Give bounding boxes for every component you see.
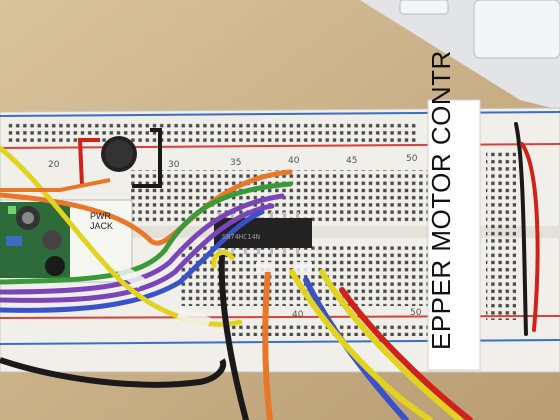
row-number: 35 — [230, 158, 242, 168]
tape-label-text: EPPER MOTOR CONTRO — [426, 50, 456, 350]
wire-ties — [116, 262, 312, 330]
wire-purple-2 — [0, 203, 275, 303]
top-rail-holes — [6, 122, 416, 142]
potentiometer — [77, 128, 162, 188]
row-number: 30 — [168, 160, 180, 170]
wire-purple-1 — [0, 193, 285, 295]
hole-grid-right — [486, 150, 516, 320]
wire-orange-short — [0, 178, 111, 192]
wire-green — [0, 181, 293, 285]
pwr-label-line1: PWR — [90, 211, 111, 221]
wire-bundle — [0, 169, 293, 313]
wire-orange-down — [262, 267, 273, 420]
row-number: 40 — [288, 156, 300, 166]
wire-red-down — [339, 287, 473, 420]
wire-black-bottom — [0, 357, 227, 388]
wire-blue — [0, 209, 265, 313]
pwr-label-line2: JACK — [90, 221, 114, 231]
row-number: 45 — [346, 156, 358, 166]
label-tape — [427, 99, 481, 371]
row-number: 50 — [406, 154, 418, 164]
wire-yellow-loop — [211, 249, 235, 269]
wire-black-right — [514, 122, 528, 336]
wire-black-down — [218, 253, 249, 420]
ic-marking: SN74HC14N — [222, 233, 260, 241]
row-number: 40 — [292, 310, 304, 320]
wire-orange — [0, 169, 293, 246]
row-number: 20 — [48, 160, 60, 170]
wire-yellow-down-1 — [289, 269, 433, 420]
wire-red-right — [520, 142, 540, 332]
row-number: 50 — [410, 308, 422, 318]
wire-yellow-down-2 — [319, 269, 463, 420]
laptop-corner — [360, 0, 560, 110]
pwr-jack-label: PWR JACK — [90, 211, 113, 231]
